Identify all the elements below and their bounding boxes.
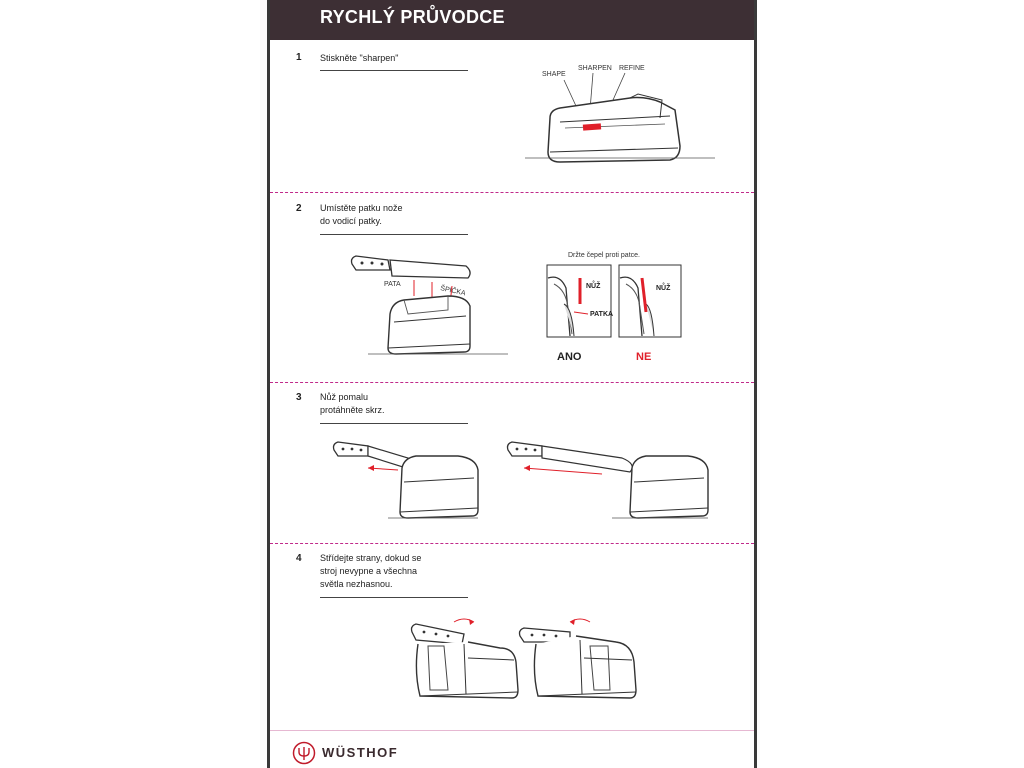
wusthof-trident-logo-icon	[292, 741, 316, 765]
hold-caption: Držte čepel proti patce.	[568, 252, 640, 259]
step-2-guide-incorrect-illustration: NŮŽ	[618, 264, 682, 338]
label-guide: PATKA	[590, 311, 613, 318]
step-3-text-line2: protáhněte skrz.	[320, 405, 385, 415]
separator-2	[270, 382, 754, 383]
label-knife-no: NŮŽ	[656, 282, 671, 292]
label-no: NE	[636, 351, 652, 363]
label-heel: PATA	[384, 281, 401, 288]
quick-guide-document: RYCHLÝ PRŮVODCE 1 Stiskněte "sharpen" SH…	[267, 0, 757, 768]
step-2-underline	[320, 234, 468, 235]
step-3-number: 3	[296, 392, 302, 403]
label-shape: SHAPE	[542, 71, 566, 78]
step-1-underline	[320, 70, 468, 71]
title-bar: RYCHLÝ PRŮVODCE	[270, 0, 754, 40]
step-2-text-line2: do vodicí patky.	[320, 216, 382, 226]
separator-3	[270, 543, 754, 544]
step-4-text-line1: Střídejte strany, dokud se	[320, 553, 422, 563]
separator-1	[270, 192, 754, 193]
step-3-pull-start-illustration	[332, 441, 479, 519]
label-yes: ANO	[557, 351, 582, 363]
step-3-pull-end-illustration	[506, 441, 709, 519]
footer-divider	[270, 730, 754, 731]
label-knife-yes: NŮŽ	[586, 280, 601, 290]
step-4-number: 4	[296, 553, 302, 564]
step-3-text-line1: Nůž pomalu	[320, 392, 369, 402]
step-4-underline	[320, 597, 468, 598]
step-1-sharpener-illustration: SHAPE SHARPEN REFINE	[525, 65, 715, 163]
label-refine: REFINE	[619, 65, 645, 72]
step-2-number: 2	[296, 203, 302, 214]
step-2-knife-placement-illustration: PATA ŠPIČKA	[350, 255, 508, 355]
step-1-text: Stiskněte "sharpen"	[320, 53, 399, 63]
label-tip: ŠPIČKA	[440, 283, 467, 297]
brand-name: WÜSTHOF	[322, 745, 399, 760]
step-4-text-line2: stroj nevypne a všechna	[320, 566, 418, 576]
step-2-guide-correct-illustration: NŮŽ PATKA	[546, 264, 613, 338]
step-4-text-line3: světla nezhasnou.	[320, 579, 393, 589]
label-sharpen: SHARPEN	[578, 65, 612, 72]
step-1-number: 1	[296, 52, 302, 63]
step-3-underline	[320, 423, 468, 424]
step-4-alternate-left-illustration	[410, 618, 519, 699]
step-4-alternate-right-illustration	[518, 618, 637, 699]
step-2-text-line1: Umístěte patku nože	[320, 203, 403, 213]
page-title: RYCHLÝ PRŮVODCE	[320, 7, 505, 27]
